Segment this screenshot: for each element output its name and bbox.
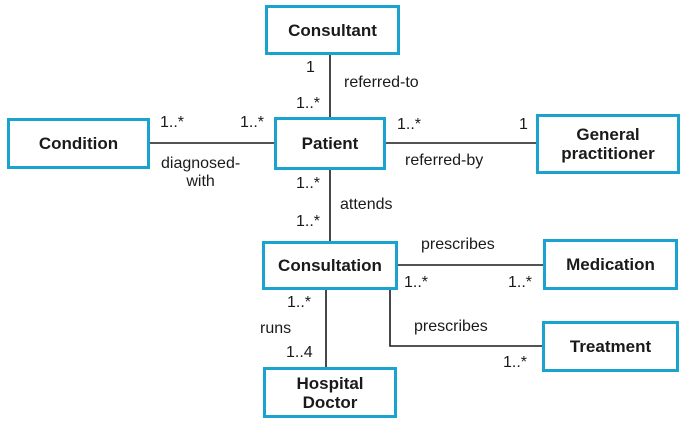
class-patient: Patient <box>274 117 386 170</box>
class-hospital-doctor: Hospital Doctor <box>263 367 397 418</box>
class-medication: Medication <box>543 239 678 290</box>
class-consultant: Consultant <box>265 5 400 55</box>
class-consultation: Consultation <box>262 241 398 290</box>
label-referred-to: referred-to <box>344 74 419 91</box>
label-runs: runs <box>260 320 292 337</box>
mult-consultant-end: 1 <box>306 59 315 76</box>
mult-hospital-doctor-end: 1..4 <box>286 344 313 361</box>
mult-consultation-bottom: 1..* <box>287 294 312 311</box>
class-general-practitioner: General practitioner <box>536 114 680 174</box>
label-referred-by: referred-by <box>405 152 484 169</box>
mult-medication-end: 1..* <box>508 274 533 291</box>
mult-consultation-right: 1..* <box>404 274 429 291</box>
class-condition: Condition <box>7 118 150 169</box>
label-prescribes-medication: prescribes <box>421 236 495 253</box>
label-diagnosed-with: diagnosed- with <box>161 155 241 190</box>
mult-patient-bottom: 1..* <box>296 175 321 192</box>
mult-consultation-top: 1..* <box>296 213 321 230</box>
line-consultation-treatment <box>389 290 542 347</box>
mult-gp-end: 1 <box>519 116 528 133</box>
mult-treatment-end: 1..* <box>503 354 528 371</box>
label-prescribes-treatment: prescribes <box>414 318 488 335</box>
mult-patient-top: 1..* <box>296 95 321 112</box>
mult-patient-left: 1..* <box>240 114 265 131</box>
label-attends: attends <box>340 196 393 213</box>
class-treatment: Treatment <box>542 321 679 372</box>
mult-condition-end: 1..* <box>160 114 185 131</box>
mult-patient-right: 1..* <box>397 116 422 133</box>
